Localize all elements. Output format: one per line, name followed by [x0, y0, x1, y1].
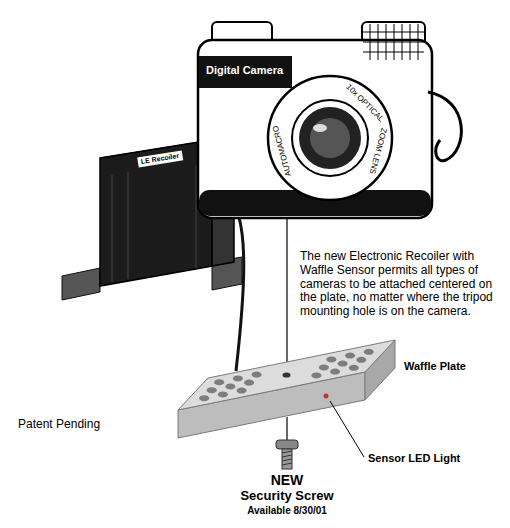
new-badge: NEW [271, 472, 304, 488]
cable [226, 195, 244, 371]
alignment-line [286, 417, 287, 440]
product-badge: LE Recoiler [137, 151, 183, 168]
lens-marking: ZOOM LENS [368, 127, 389, 175]
lens-marking: 10x OPTICAL [345, 82, 386, 123]
alignment-line [286, 218, 287, 375]
availability-note: Available 8/30/01 [247, 505, 327, 517]
part-label: Security Screw [240, 489, 333, 504]
part-label: Waffle Plate [404, 360, 466, 373]
part-label: Sensor LED Light [368, 452, 460, 465]
description-text: The new Electronic Recoiler with Waffle … [300, 250, 500, 319]
camera-brand: Digital Camera [206, 64, 283, 77]
leader-line [330, 401, 364, 457]
screw [276, 440, 298, 469]
camera [198, 22, 461, 218]
led-dot [324, 394, 329, 399]
lens-marking: AUTOMACRO [271, 125, 293, 177]
patent-note: Patent Pending [18, 418, 100, 432]
